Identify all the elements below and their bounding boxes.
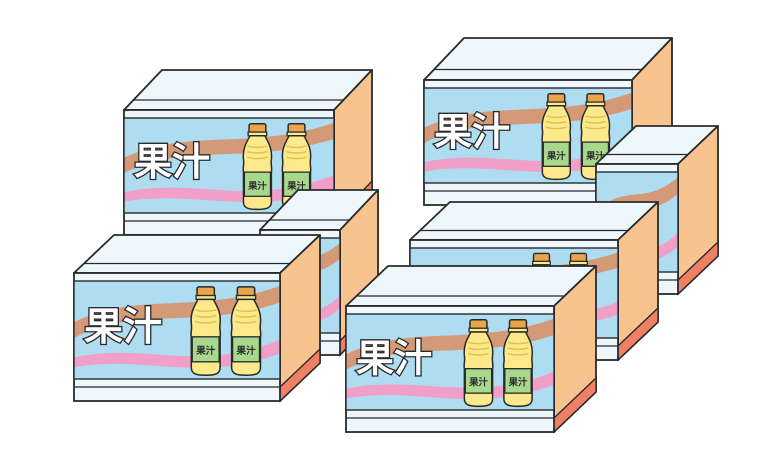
bottle-label-text: 果汁 — [286, 180, 306, 192]
carton-top — [409, 201, 659, 241]
bottle-label-text: 果汁 — [247, 180, 267, 192]
bottle-label — [231, 336, 261, 363]
bottle-label — [504, 368, 532, 394]
bottle-label-text: 果汁 — [546, 150, 566, 162]
carton-front-center: 果汁果汁果汁 — [345, 265, 597, 434]
bottle-label-text: 果汁 — [235, 345, 256, 357]
carton-title-text: 果汁 — [434, 110, 510, 154]
carton-back-right: 果汁果汁果汁 — [423, 37, 673, 207]
bottle-label-text: 果汁 — [468, 377, 488, 389]
bottle-label-text: 果汁 — [508, 377, 528, 389]
carton-top — [73, 234, 321, 274]
carton-title-text: 果汁 — [84, 305, 162, 350]
bottle-label — [243, 171, 272, 197]
carton-top — [123, 69, 373, 111]
juice-bottle: 果汁 — [230, 286, 262, 377]
bottle-label-text: 果汁 — [195, 345, 216, 357]
juice-bottle: 果汁 — [541, 92, 572, 181]
bottle-label — [191, 336, 220, 363]
juice-bottle: 果汁 — [190, 286, 222, 377]
juice-bottle: 果汁 — [463, 319, 494, 408]
carton-top — [345, 265, 597, 307]
juice-bottle: 果汁 — [502, 319, 534, 408]
cartons-layer: 果汁果汁果汁果汁果汁果汁果汁果汁果汁果汁果汁果汁果汁果汁果汁 — [73, 37, 719, 434]
bottle-label — [542, 141, 570, 167]
juice-bottle: 果汁 — [242, 122, 273, 211]
carton-title-text: 果汁 — [134, 140, 210, 184]
bottle-label — [464, 368, 493, 394]
carton-title-text: 果汁 — [356, 337, 432, 381]
carton-top — [423, 37, 673, 81]
carton-front-left: 果汁果汁果汁 — [73, 234, 321, 403]
